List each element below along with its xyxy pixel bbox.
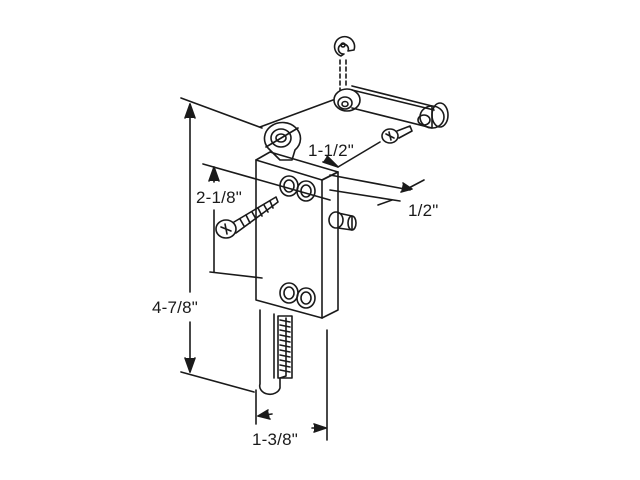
hole-spacing-label: 2-1/8"	[196, 188, 242, 207]
depth-dimension	[329, 174, 425, 206]
small-screw	[381, 125, 413, 144]
spring-slide	[258, 309, 293, 395]
bracket-housing	[255, 121, 339, 319]
mounting-screw	[215, 196, 279, 239]
overall-height-dimension	[180, 97, 263, 393]
width-label: 1-3/8"	[252, 430, 298, 449]
roller-link	[333, 85, 449, 129]
width-dimension	[255, 329, 328, 441]
side-pin	[328, 211, 357, 231]
overall-height-label: 4-7/8"	[152, 298, 198, 317]
arm-length-label: 1-1/2"	[308, 141, 354, 160]
arm-length-dimension	[259, 99, 381, 168]
depth-label: 1/2"	[408, 201, 439, 220]
e-clip	[333, 35, 356, 91]
hole-spacing-dimension	[202, 163, 331, 279]
